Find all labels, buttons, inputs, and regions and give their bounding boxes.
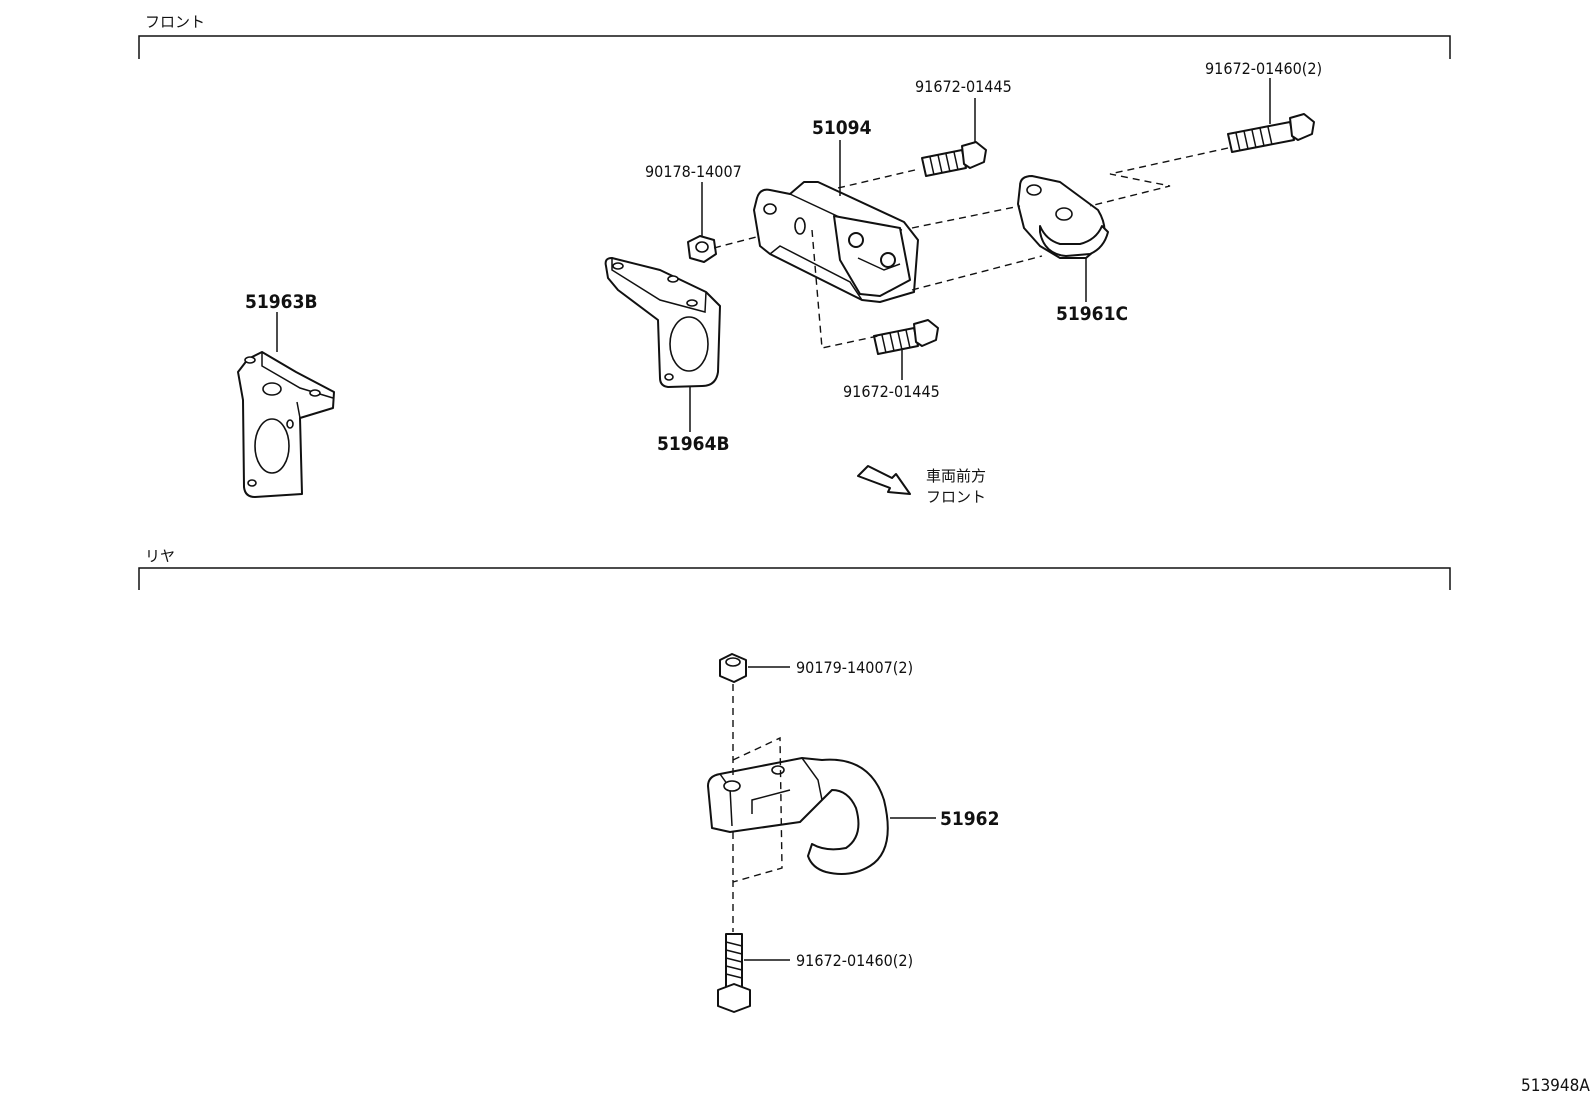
front-section-label: フロント — [145, 13, 205, 31]
label-bolt-long: 91672-01460(2) — [1205, 59, 1322, 78]
bracket-51094: 51094 — [753, 117, 919, 303]
bracket-51964b: 51964B — [604, 257, 730, 455]
label-90178-14007: 90178-14007 — [645, 162, 742, 181]
nut-90178-14007: 90178-14007 — [645, 162, 742, 263]
bolt-rear-91672-01460: 91672-01460(2) — [717, 933, 913, 1013]
label-51963b: 51963B — [245, 291, 318, 313]
front-arrow-icon — [857, 465, 911, 495]
rear-section-label: リヤ — [145, 547, 175, 565]
vehicle-front-direction: 車両前方 フロント — [857, 465, 986, 506]
bolt-bottom-91672-01445: 91672-01445 — [843, 319, 940, 401]
bolt-top-91672-01445: 91672-01445 — [915, 77, 1012, 177]
nut-90179-14007: 90179-14007(2) — [719, 653, 913, 683]
label-bolt-top: 91672-01445 — [915, 77, 1012, 96]
label-90179-14007: 90179-14007(2) — [796, 658, 913, 677]
label-51961c: 51961C — [1056, 303, 1128, 325]
bolt-long-91672-01460: 91672-01460(2) — [1205, 59, 1322, 153]
front-assembly-lines — [713, 147, 1229, 349]
rear-section: リヤ 90179-14007(2) 51962 91672-01460( — [138, 547, 1451, 1013]
label-51962: 51962 — [940, 808, 999, 830]
rear-section-bracket — [138, 567, 1451, 590]
label-51094: 51094 — [812, 117, 872, 139]
label-51964b: 51964B — [657, 433, 730, 455]
rear-assembly-lines — [732, 684, 783, 932]
label-bolt-bottom: 91672-01445 — [843, 382, 940, 401]
front-section: フロント 51963B 51964B — [138, 13, 1451, 506]
front-section-bracket — [138, 35, 1451, 59]
hook-51962: 51962 — [707, 757, 999, 875]
hook-51961c: 51961C — [1017, 175, 1128, 325]
direction-line1: 車両前方 — [926, 467, 986, 485]
bracket-51963b: 51963B — [237, 291, 335, 498]
illustration-code: 513948A — [1521, 1076, 1590, 1096]
direction-line2: フロント — [926, 488, 986, 506]
label-bolt-rear: 91672-01460(2) — [796, 951, 913, 970]
